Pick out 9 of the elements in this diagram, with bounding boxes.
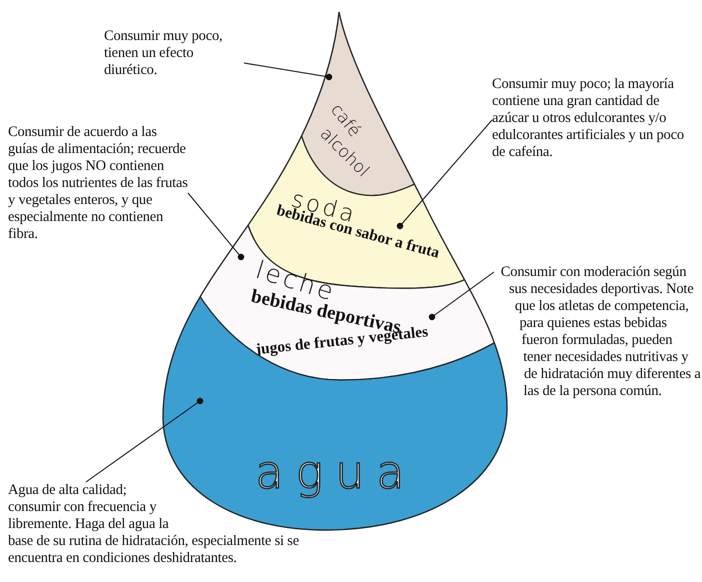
annotation-text: Consumir con moderación según sus necesidades deportivas. Note que los atletas de competencia, para quienes estas bebidas fueron formuladas, pueden tener necesidades nutritivas y de hidratación muy diferentes a las de la persona común. — [494, 264, 702, 499]
annotation-text: Consumir muy poco; la mayoría contiene una gran cantidad de azúcar u otros edulcorantes y/o edulcorantes artificiales y un poco de cafeína. — [492, 76, 698, 161]
annotation-text: Consumir de acuerdo a las guías de alimentación; recuerde que los jugos NO contienen todos los nutrientes de las frutas y vegetales enteros, y que especialmente no contienen fibra. — [8, 124, 188, 243]
leader-line — [244, 62, 332, 80]
leader-line — [188, 192, 244, 260]
annotation-text: Consumir muy poco, tienen un efecto diurético. — [104, 28, 244, 79]
leader-line — [428, 272, 494, 320]
leader-line — [396, 120, 492, 230]
leader-line — [86, 398, 204, 482]
